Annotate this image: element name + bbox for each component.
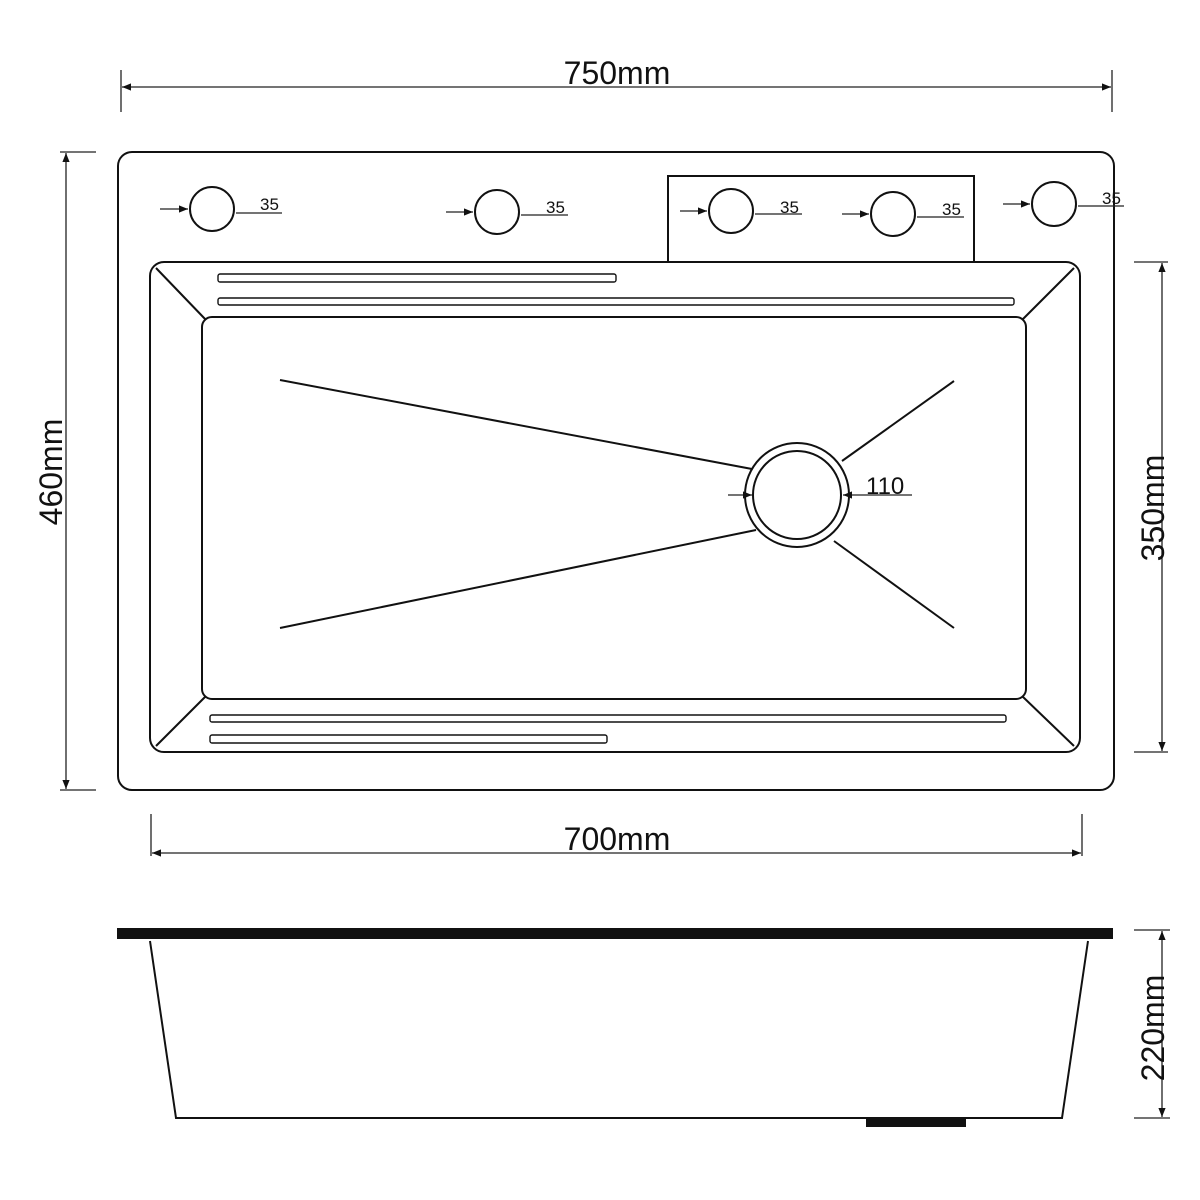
basin-depth-label: 350mm [1135, 455, 1171, 562]
top-view: 750mm 460mm 35 35 [33, 55, 1171, 857]
tap-holes: 35 35 35 35 [160, 181, 1124, 237]
tap-hole-diameter-label: 35 [1102, 189, 1121, 208]
drain: 110 [728, 442, 912, 548]
overall-depth-dimension: 460mm [33, 151, 96, 791]
drainage-grooves [279, 379, 955, 629]
side-view-flange [117, 928, 1113, 939]
basin-outer-rim [149, 261, 1081, 753]
tap-plate [667, 175, 975, 262]
side-view: 220mm [117, 928, 1171, 1127]
tap-hole-diameter-label: 35 [942, 200, 961, 219]
basin-depth-dimension: 350mm [1134, 261, 1171, 753]
tap-hole-diameter-label: 35 [546, 198, 565, 217]
tap-hole-diameter-label: 35 [260, 195, 279, 214]
side-view-bowl [149, 940, 1089, 1119]
drain-diameter-label: 110 [866, 473, 904, 500]
sink-outer-deck [117, 151, 1115, 791]
tap-hole-diameter-label: 35 [780, 198, 799, 217]
tap-hole: 35 [1003, 181, 1124, 227]
overall-width-dimension: 750mm [120, 55, 1113, 112]
basin-width-label: 700mm [564, 821, 671, 857]
overall-depth-label: 460mm [33, 419, 69, 526]
tap-hole: 35 [446, 189, 568, 235]
bottom-ledge-rails [209, 714, 1007, 744]
basin-corner-bevels [155, 267, 1075, 747]
top-ledge-rails [217, 273, 1015, 306]
side-depth-label: 220mm [1135, 975, 1171, 1082]
tap-hole: 35 [842, 191, 964, 237]
tap-hole: 35 [160, 186, 282, 232]
basin-floor [201, 316, 1027, 700]
tap-hole: 35 [680, 188, 802, 234]
side-depth-dimension: 220mm [1134, 929, 1171, 1119]
basin-width-dimension: 700mm [150, 814, 1083, 857]
overall-width-label: 750mm [564, 55, 671, 91]
side-view-drain-outlet [866, 1118, 966, 1127]
